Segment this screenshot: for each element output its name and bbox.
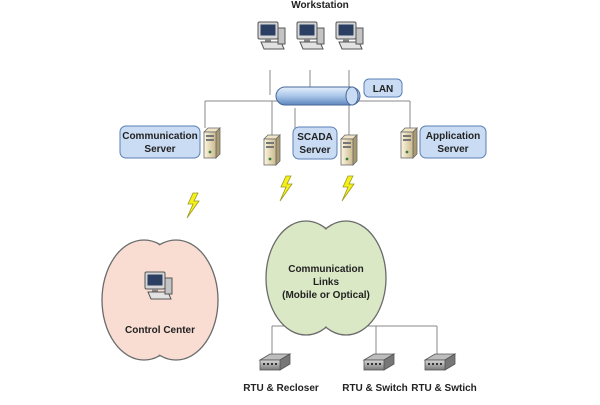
scada-server-icon [340,134,358,166]
rtu-swtich-icon [424,353,456,371]
application-server-label-line2: Server [437,144,468,155]
lan-label: LAN [373,84,394,95]
rtu-swtich-label: RTU & Swtich [411,383,477,394]
control-center-label: Control Center [125,325,195,336]
workstation-icon [296,21,325,50]
rtu-switch-label: RTU & Switch [342,383,408,394]
workstation-icon [335,21,364,50]
communication-server-label-line2: Server [144,144,175,155]
scada-server-label-line1: SCADA [297,132,333,143]
scada-server-label-line2: Server [299,145,330,156]
rtu-switch-icon [363,353,395,371]
wireless-link-icon [279,175,293,202]
communication-server-label-line1: Communication [122,131,198,142]
application-server-icon [400,127,418,159]
rtu-recloser-label: RTU & Recloser [243,383,319,394]
lan-label-box: LAN [363,78,403,98]
communication-server-icon [203,127,221,159]
lan-bus [275,86,361,106]
communication-links-label-line3: (Mobile or Optical) [282,290,370,301]
scada-server-icon [263,134,281,166]
workstation-label: Workstation [291,0,349,11]
application-server-label-line1: Application [426,131,480,142]
workstation-icon [257,21,286,50]
scada-server-label-box: SCADA Server [292,126,338,160]
communication-server-label-box: Communication Server [119,125,201,159]
control-center-cloud [101,239,219,361]
rtu-recloser-icon [259,353,291,371]
wireless-link-icon [341,175,355,202]
communication-links-label-line1: Communication [288,264,364,275]
communication-links-label-line2: Links [313,277,340,288]
wireless-link-icon [186,192,200,219]
communication-links-cloud [265,220,387,336]
application-server-label-box: Application Server [419,125,487,159]
